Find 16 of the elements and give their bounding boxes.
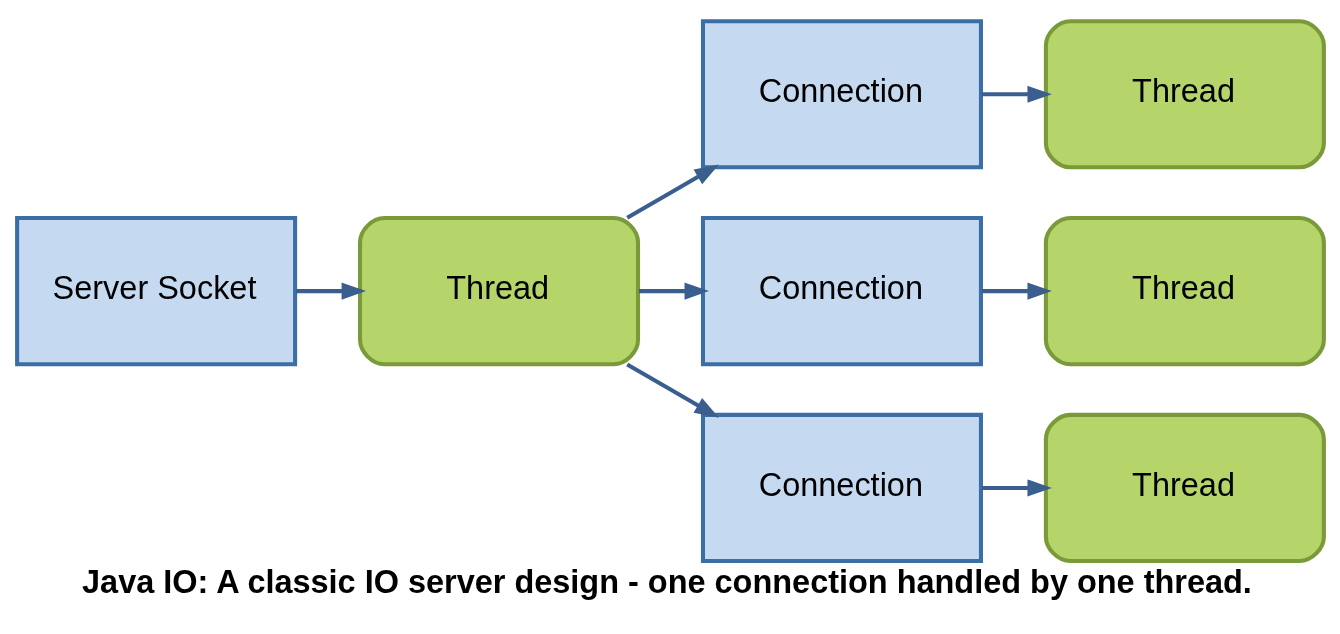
node-box: Thread [357, 215, 640, 366]
node-box: Connection [700, 412, 983, 563]
arrow [638, 282, 709, 300]
arrow [625, 164, 719, 220]
arrow [295, 282, 366, 300]
node-box: Connection [700, 18, 983, 169]
arrow [625, 362, 719, 418]
node-box: Thread [1043, 215, 1326, 366]
arrow [981, 85, 1052, 103]
caption: Java IO: A classic IO server design - one connection handled by one thread. [81, 563, 1252, 600]
node-box: Thread [1043, 18, 1326, 169]
node-box: Connection [700, 215, 983, 366]
arrow [981, 282, 1052, 300]
node-box: Server Socket [14, 215, 297, 366]
arrow [981, 478, 1052, 496]
node-box: Thread [1043, 412, 1326, 563]
